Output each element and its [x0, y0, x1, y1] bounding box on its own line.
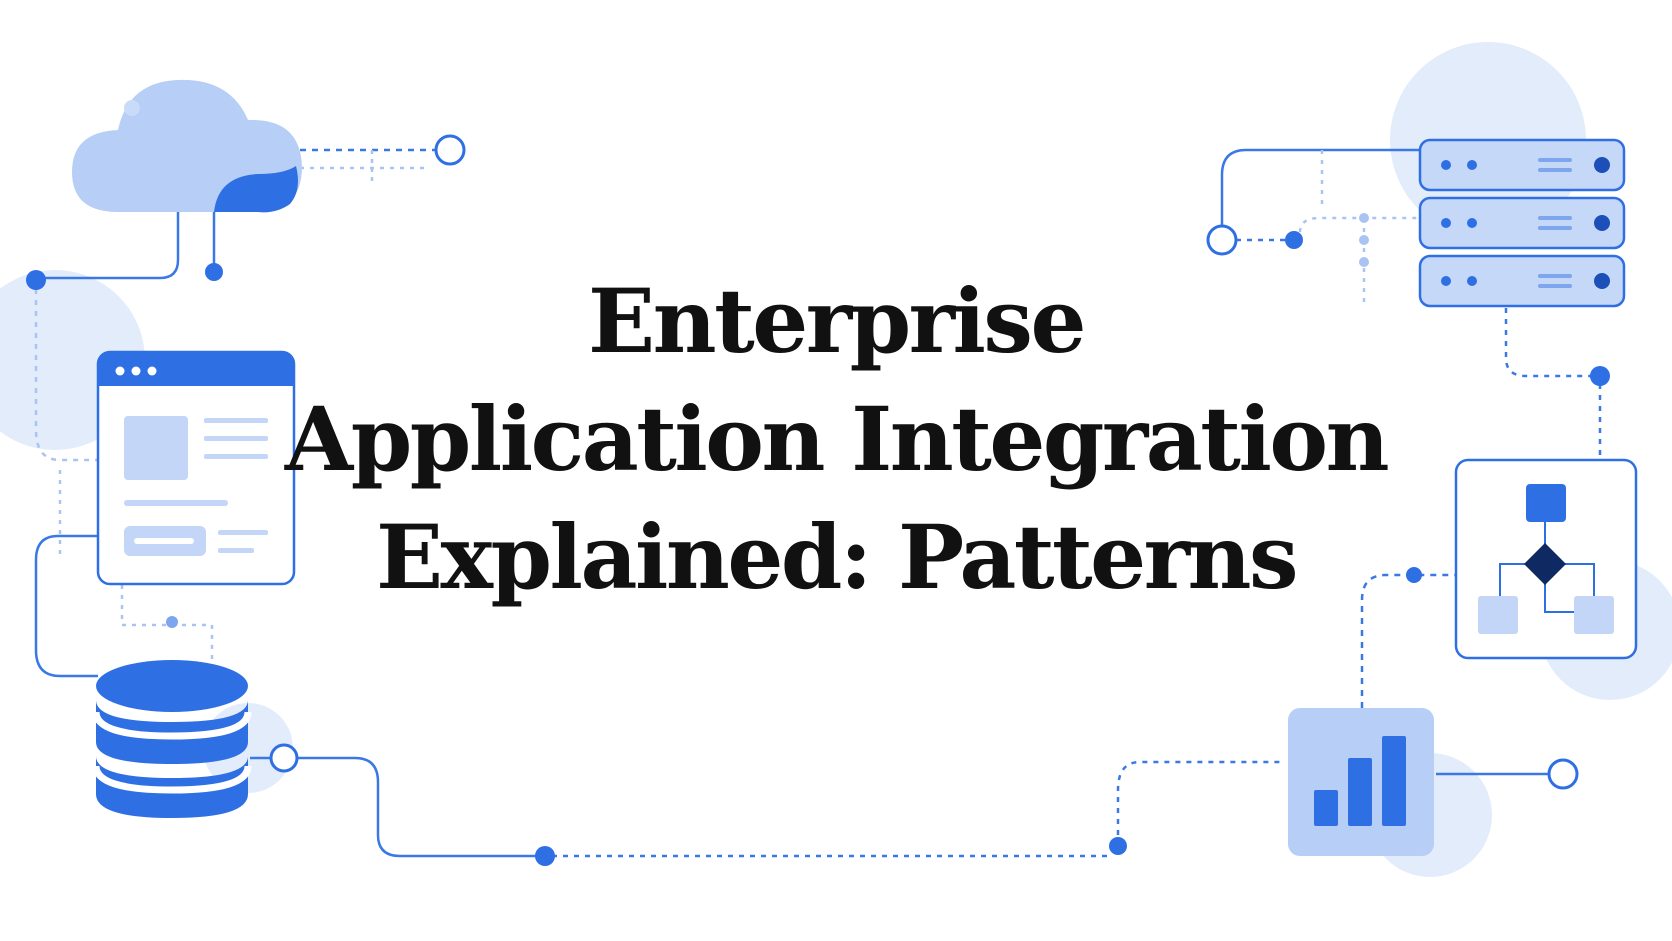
- title-line-2: Application Integration: [284, 387, 1390, 491]
- title-line-1: Enterprise: [588, 269, 1086, 373]
- database-icon: [92, 660, 252, 818]
- browser-window-icon: [96, 350, 296, 586]
- server-rack-icon: [1418, 138, 1626, 308]
- connector-nodes: [26, 134, 1610, 866]
- connector-lines: [34, 148, 1602, 858]
- flowchart-icon: [1454, 458, 1638, 660]
- bar-chart-icon: [1288, 708, 1434, 856]
- title-line-3: Explained: Patterns: [375, 505, 1299, 609]
- cloud-icon: [72, 79, 302, 213]
- page-title: Enterprise Application Integration Expla…: [0, 262, 1672, 616]
